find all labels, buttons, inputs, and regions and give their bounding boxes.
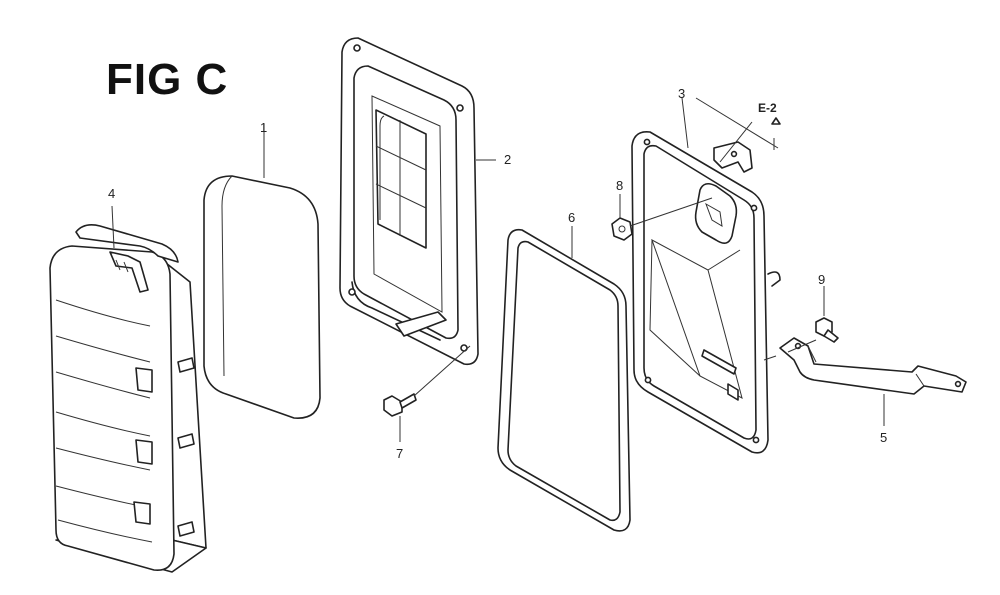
callout-5: 5 [880,430,887,445]
bolt-9 [815,317,839,343]
foam-element [203,175,321,419]
callout-3: 3 [678,86,685,101]
callout-7: 7 [396,446,403,461]
callout-6: 6 [568,210,575,225]
back-plate [631,130,781,454]
callout-8: 8 [616,178,623,193]
bolt-7 [383,393,417,417]
callout-2: 2 [504,152,511,167]
element-case [339,37,479,366]
air-cleaner-cover [49,224,207,573]
callout-4: 4 [108,186,115,201]
leader-lines [111,97,885,442]
gasket [497,228,631,532]
reference-label: E-2 [758,101,777,115]
figure-title: FIG C [106,55,229,104]
nut [611,217,633,241]
stay-bracket [779,337,967,395]
callout-9: 9 [818,272,825,287]
callout-1: 1 [260,120,267,135]
